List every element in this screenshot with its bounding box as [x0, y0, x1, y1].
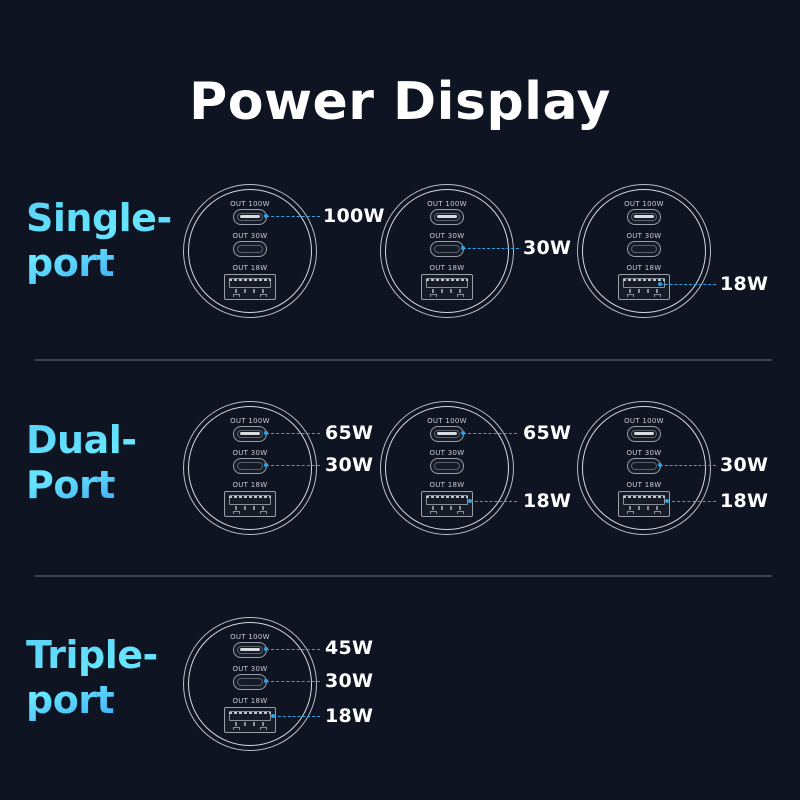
charger-face-single-30w: OUT 100W OUT 30W OUT 18W — [380, 184, 514, 318]
watt-value: 65W — [325, 422, 374, 444]
port-label-usba: OUT 18W — [429, 481, 465, 489]
usb-c-port-1-icon — [233, 209, 267, 225]
port-label-usbc1: OUT 100W — [230, 200, 270, 208]
usb-c-port-1-icon — [233, 426, 267, 442]
row-label-line2: port — [26, 241, 115, 285]
usb-c-port-1-icon — [430, 426, 464, 442]
usb-c-port-2-icon — [233, 241, 267, 257]
usb-c-port-2-icon — [430, 241, 464, 257]
usb-c-port-1-icon — [430, 209, 464, 225]
watt-value: 100W — [323, 205, 385, 227]
charger-face-dual-c2-a: OUT 100W OUT 30W OUT 18W — [577, 401, 711, 535]
usb-a-port-icon — [421, 274, 473, 300]
leader-line — [658, 463, 716, 467]
usb-a-port-icon — [618, 274, 670, 300]
watt-value: 18W — [720, 273, 769, 295]
watt-value: 18W — [720, 490, 769, 512]
usb-a-port-icon — [618, 491, 670, 517]
watt-value: 30W — [325, 454, 374, 476]
usb-c-port-2-icon — [233, 458, 267, 474]
usb-c-port-2-icon — [627, 241, 661, 257]
section-divider — [35, 359, 772, 361]
charger-face-triple: OUT 100W OUT 30W OUT 18W — [183, 617, 317, 751]
port-label-usba: OUT 18W — [232, 697, 268, 705]
watt-value: 18W — [523, 490, 572, 512]
leader-line — [658, 282, 716, 286]
watt-value: 30W — [523, 237, 572, 259]
port-label-usbc2: OUT 30W — [429, 449, 465, 457]
leader-line — [264, 214, 320, 218]
leader-line — [264, 647, 320, 651]
leader-line — [461, 246, 519, 250]
usb-c-port-1-icon — [233, 642, 267, 658]
port-label-usba: OUT 18W — [232, 481, 268, 489]
watt-value: 18W — [325, 705, 374, 727]
leader-line — [665, 499, 716, 503]
charger-face-single-100w: OUT 100W OUT 30W OUT 18W — [183, 184, 317, 318]
port-label-usbc1: OUT 100W — [624, 417, 664, 425]
port-label-usbc1: OUT 100W — [427, 200, 467, 208]
charger-face-dual-c1-c2: OUT 100W OUT 30W OUT 18W — [183, 401, 317, 535]
row-label-line2: port — [26, 678, 115, 722]
port-label-usba: OUT 18W — [626, 264, 662, 272]
port-label-usbc1: OUT 100W — [230, 417, 270, 425]
charger-face-single-18w: OUT 100W OUT 30W OUT 18W — [577, 184, 711, 318]
usb-a-port-icon — [224, 491, 276, 517]
leader-line — [461, 431, 517, 435]
row-label-single-port: Single- port — [26, 196, 186, 286]
port-label-usbc2: OUT 30W — [232, 665, 268, 673]
row-label-dual-port: Dual- Port — [26, 418, 186, 508]
row-label-line1: Single- — [26, 196, 172, 240]
port-label-usbc2: OUT 30W — [232, 232, 268, 240]
port-label-usbc2: OUT 30W — [232, 449, 268, 457]
watt-value: 45W — [325, 637, 374, 659]
row-label-line1: Dual- — [26, 418, 137, 462]
port-label-usbc2: OUT 30W — [626, 449, 662, 457]
leader-line — [264, 463, 320, 467]
usb-a-port-icon — [224, 707, 276, 733]
usb-a-port-icon — [421, 491, 473, 517]
port-label-usba: OUT 18W — [232, 264, 268, 272]
usb-c-port-2-icon — [233, 674, 267, 690]
usb-c-port-2-icon — [430, 458, 464, 474]
section-divider — [35, 575, 772, 577]
leader-line — [264, 679, 320, 683]
watt-value: 65W — [523, 422, 572, 444]
leader-line — [468, 499, 517, 503]
port-label-usbc1: OUT 100W — [230, 633, 270, 641]
row-label-line2: Port — [26, 463, 115, 507]
port-label-usba: OUT 18W — [626, 481, 662, 489]
charger-face-dual-c1-a: OUT 100W OUT 30W OUT 18W — [380, 401, 514, 535]
leader-line — [271, 714, 320, 718]
port-label-usba: OUT 18W — [429, 264, 465, 272]
port-label-usbc1: OUT 100W — [427, 417, 467, 425]
leader-line — [264, 431, 320, 435]
row-label-triple-port: Triple- port — [26, 633, 186, 723]
port-label-usbc2: OUT 30W — [429, 232, 465, 240]
port-label-usbc2: OUT 30W — [626, 232, 662, 240]
port-label-usbc1: OUT 100W — [624, 200, 664, 208]
usb-c-port-1-icon — [627, 209, 661, 225]
watt-value: 30W — [325, 670, 374, 692]
usb-a-port-icon — [224, 274, 276, 300]
row-label-line1: Triple- — [26, 633, 158, 677]
page-title: Power Display — [189, 72, 611, 132]
usb-c-port-1-icon — [627, 426, 661, 442]
usb-c-port-2-icon — [627, 458, 661, 474]
watt-value: 30W — [720, 454, 769, 476]
